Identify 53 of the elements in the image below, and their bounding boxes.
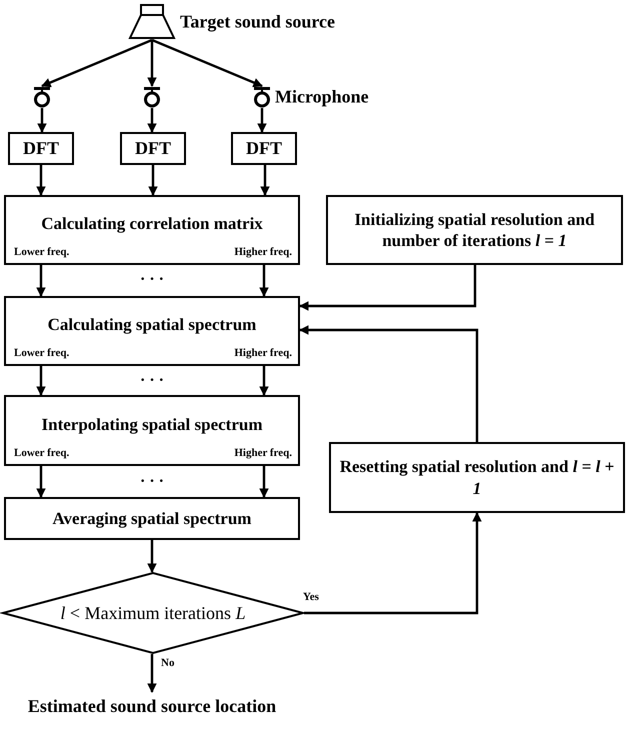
process-box bbox=[329, 442, 625, 513]
box-title: DFT bbox=[22, 137, 60, 160]
frequency-label: Lower freq. bbox=[14, 246, 70, 260]
arrow bbox=[260, 165, 270, 196]
arrow bbox=[36, 265, 46, 297]
ellipsis-mark: · · · bbox=[140, 474, 164, 490]
frequency-label: Lower freq. bbox=[14, 347, 70, 361]
decision-text: l < Maximum iterations L bbox=[60, 602, 246, 624]
box-title: Initializing spatial resolution and number of iterations l = 1 bbox=[353, 208, 596, 252]
process-box bbox=[4, 195, 300, 265]
arrow bbox=[36, 466, 46, 498]
box-title: DFT bbox=[245, 137, 283, 160]
box-title: Interpolating spatial spectrum bbox=[40, 414, 264, 436]
edge-label: No bbox=[160, 657, 176, 669]
arrow bbox=[36, 165, 46, 196]
edge-label: Yes bbox=[302, 591, 320, 603]
box-title: Averaging spatial spectrum bbox=[52, 508, 252, 530]
process-box bbox=[4, 395, 300, 466]
arrow bbox=[147, 654, 157, 693]
frequency-label: Higher freq. bbox=[234, 447, 292, 461]
arrow bbox=[259, 366, 269, 396]
arrow bbox=[37, 108, 47, 133]
node-caption: Target sound source bbox=[180, 12, 336, 32]
node-caption: Microphone bbox=[275, 86, 369, 108]
ellipsis-mark: · · · bbox=[140, 272, 164, 288]
arrow bbox=[147, 108, 157, 133]
process-box bbox=[4, 296, 300, 366]
arrow bbox=[304, 512, 482, 614]
arrow bbox=[147, 540, 157, 573]
process-box bbox=[326, 195, 623, 265]
arrow bbox=[259, 466, 269, 498]
ellipsis-mark: · · · bbox=[140, 373, 164, 389]
arrow bbox=[299, 325, 478, 442]
process-box bbox=[120, 132, 186, 165]
box-title: Resetting spatial resolution and l = l + 1 bbox=[338, 456, 616, 499]
frequency-label: Higher freq. bbox=[234, 246, 292, 260]
box-title: DFT bbox=[134, 137, 172, 160]
process-box bbox=[4, 497, 300, 540]
process-box bbox=[231, 132, 297, 165]
arrow bbox=[148, 165, 158, 196]
arrow bbox=[259, 265, 269, 297]
arrow bbox=[41, 38, 152, 88]
box-title: Calculating spatial spectrum bbox=[46, 314, 258, 336]
box-title: Calculating correlation matrix bbox=[40, 213, 264, 235]
arrow bbox=[36, 366, 46, 396]
frequency-label: Higher freq. bbox=[234, 347, 292, 361]
arrow bbox=[152, 38, 263, 88]
arrow bbox=[299, 265, 476, 311]
process-box bbox=[8, 132, 74, 165]
frequency-label: Lower freq. bbox=[14, 447, 70, 461]
arrow bbox=[257, 108, 267, 133]
arrow bbox=[147, 40, 157, 87]
result-text: Estimated sound source location bbox=[28, 696, 276, 716]
